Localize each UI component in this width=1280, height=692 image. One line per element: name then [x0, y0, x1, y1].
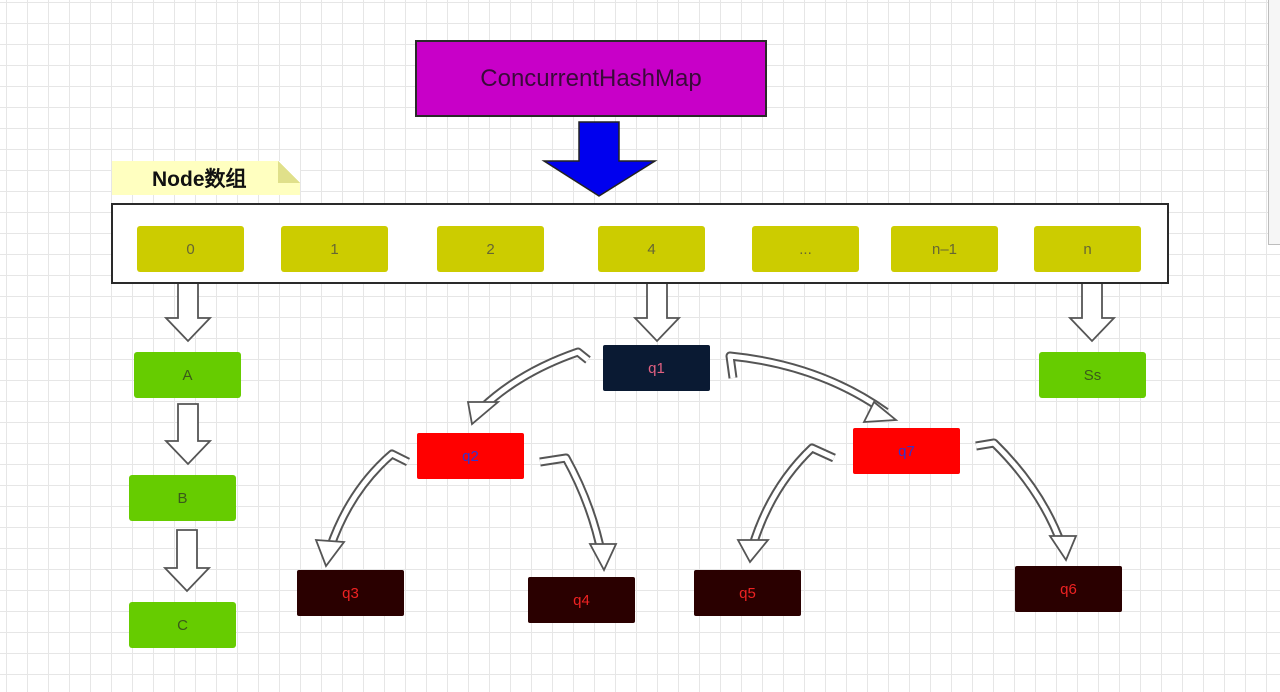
tree-node-q3: q3	[297, 570, 404, 616]
down-arrow-slot4	[632, 280, 682, 343]
tree-node-q1: q1	[603, 345, 710, 391]
tree-node-q5: q5	[694, 570, 801, 616]
tree-node-q4: q4	[528, 577, 635, 623]
tail-node-ss: Ss	[1039, 352, 1146, 398]
tree-node-q6: q6	[1015, 566, 1122, 612]
arrowhead-q5	[736, 539, 770, 564]
slot-2: 2	[437, 226, 544, 272]
slot-n-minus-1: n–1	[891, 226, 998, 272]
list-node-c: C	[129, 602, 236, 648]
connector-q1-q7	[725, 351, 889, 416]
down-arrow-a-b	[163, 403, 213, 466]
tree-node-q7: q7	[853, 428, 960, 474]
down-arrow-b-c	[162, 529, 212, 593]
connector-q1-q2	[478, 347, 591, 412]
slot-4: 4	[598, 226, 705, 272]
arrowhead-q3	[314, 539, 346, 568]
array-label-note: Node数组	[112, 161, 300, 195]
main-down-arrow	[541, 121, 658, 197]
list-node-b: B	[129, 475, 236, 521]
title-box: ConcurrentHashMap	[415, 40, 767, 117]
arrowhead-q6	[1048, 535, 1078, 562]
down-arrow-slot0	[163, 280, 213, 343]
note-fold-corner	[278, 161, 300, 183]
slot-1: 1	[281, 226, 388, 272]
arrowhead-q4	[588, 543, 618, 573]
slot-n: n	[1034, 226, 1141, 272]
list-node-a: A	[134, 352, 241, 398]
tree-node-q2: q2	[417, 433, 524, 479]
arrowhead-q7	[862, 400, 899, 423]
connector-q7-q6	[975, 438, 1067, 548]
connector-q2-q3	[325, 449, 411, 550]
arrowhead-q2	[466, 401, 501, 426]
down-arrow-slotn	[1067, 280, 1117, 343]
array-label-text: Node数组	[152, 168, 247, 191]
vertical-scrollbar[interactable]	[1268, 0, 1280, 245]
slot-0: 0	[137, 226, 244, 272]
connector-q7-q5	[747, 443, 836, 550]
slot-ellipsis: ...	[752, 226, 859, 272]
